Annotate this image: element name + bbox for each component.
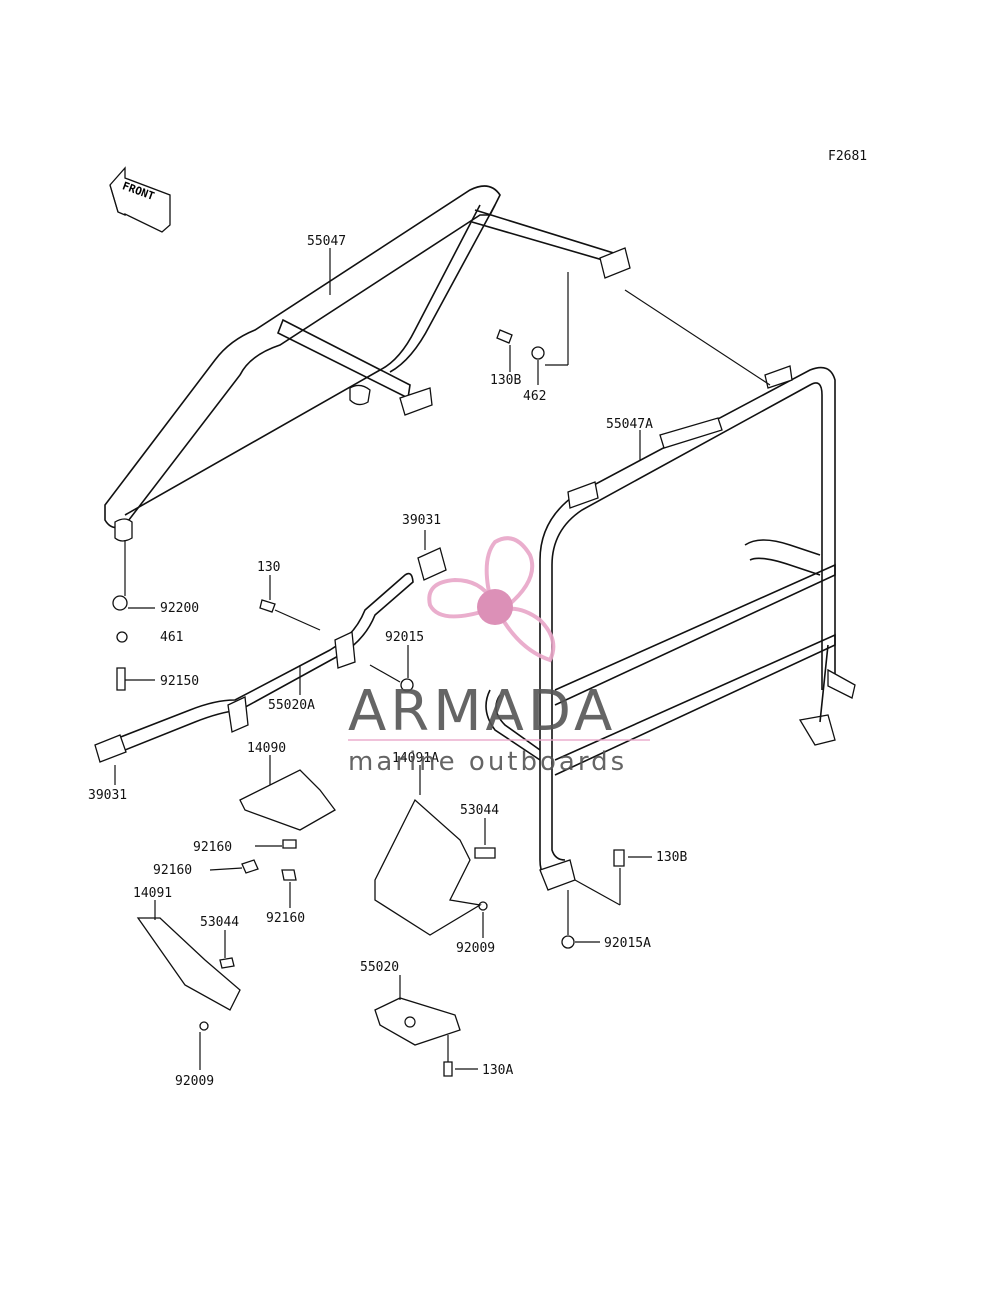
hardware xyxy=(112,329,625,1077)
label-53044-left: 53044 xyxy=(200,915,239,930)
cross-bar xyxy=(98,572,414,760)
label-14091A: 14091A xyxy=(392,751,439,766)
watermark-brand: ARMADA xyxy=(348,679,616,744)
figure-code: F2681 xyxy=(828,149,867,164)
plate-55020 xyxy=(374,997,461,1046)
main-roll-frame xyxy=(485,365,856,891)
label-39031-bottom: 39031 xyxy=(88,788,127,803)
panel-14091 xyxy=(136,917,241,1011)
panel-14091A xyxy=(374,798,482,936)
label-55020: 55020 xyxy=(360,960,399,975)
label-55047A: 55047A xyxy=(606,417,653,432)
watermark: ARMADA marine outboards xyxy=(348,536,650,777)
label-130B-right: 130B xyxy=(656,850,687,865)
leader-lines xyxy=(114,248,771,1070)
label-55020A: 55020A xyxy=(268,698,315,713)
label-462: 462 xyxy=(523,389,546,404)
label-461: 461 xyxy=(160,630,183,645)
upper-roll-frame xyxy=(104,185,631,542)
label-92009-mid: 92009 xyxy=(456,941,495,956)
label-92160-c: 92160 xyxy=(266,911,305,926)
label-92200: 92200 xyxy=(160,601,199,616)
propeller-logo-icon xyxy=(427,536,556,663)
front-arrow-icon: FRONT xyxy=(109,166,171,233)
label-130B-top: 130B xyxy=(490,373,521,388)
label-130: 130 xyxy=(257,560,280,575)
part-labels: 55047 130B 462 55047A 39031 130 92200 46… xyxy=(88,234,687,1089)
label-92160-a: 92160 xyxy=(193,840,232,855)
label-53044-right: 53044 xyxy=(460,803,499,818)
label-92015: 92015 xyxy=(385,630,424,645)
label-39031-top: 39031 xyxy=(402,513,441,528)
label-92160-b: 92160 xyxy=(153,863,192,878)
label-130A: 130A xyxy=(482,1063,513,1078)
sleeve-39031-top xyxy=(417,547,447,581)
label-92150: 92150 xyxy=(160,674,199,689)
label-92009-bottom: 92009 xyxy=(175,1074,214,1089)
watermark-tagline: marine outboards xyxy=(348,747,627,777)
label-55047: 55047 xyxy=(307,234,346,249)
label-92015A: 92015A xyxy=(604,936,651,951)
label-14091: 14091 xyxy=(133,886,172,901)
label-14090: 14090 xyxy=(247,741,286,756)
sleeve-39031-bottom xyxy=(94,734,127,763)
panel-14090 xyxy=(239,769,336,831)
